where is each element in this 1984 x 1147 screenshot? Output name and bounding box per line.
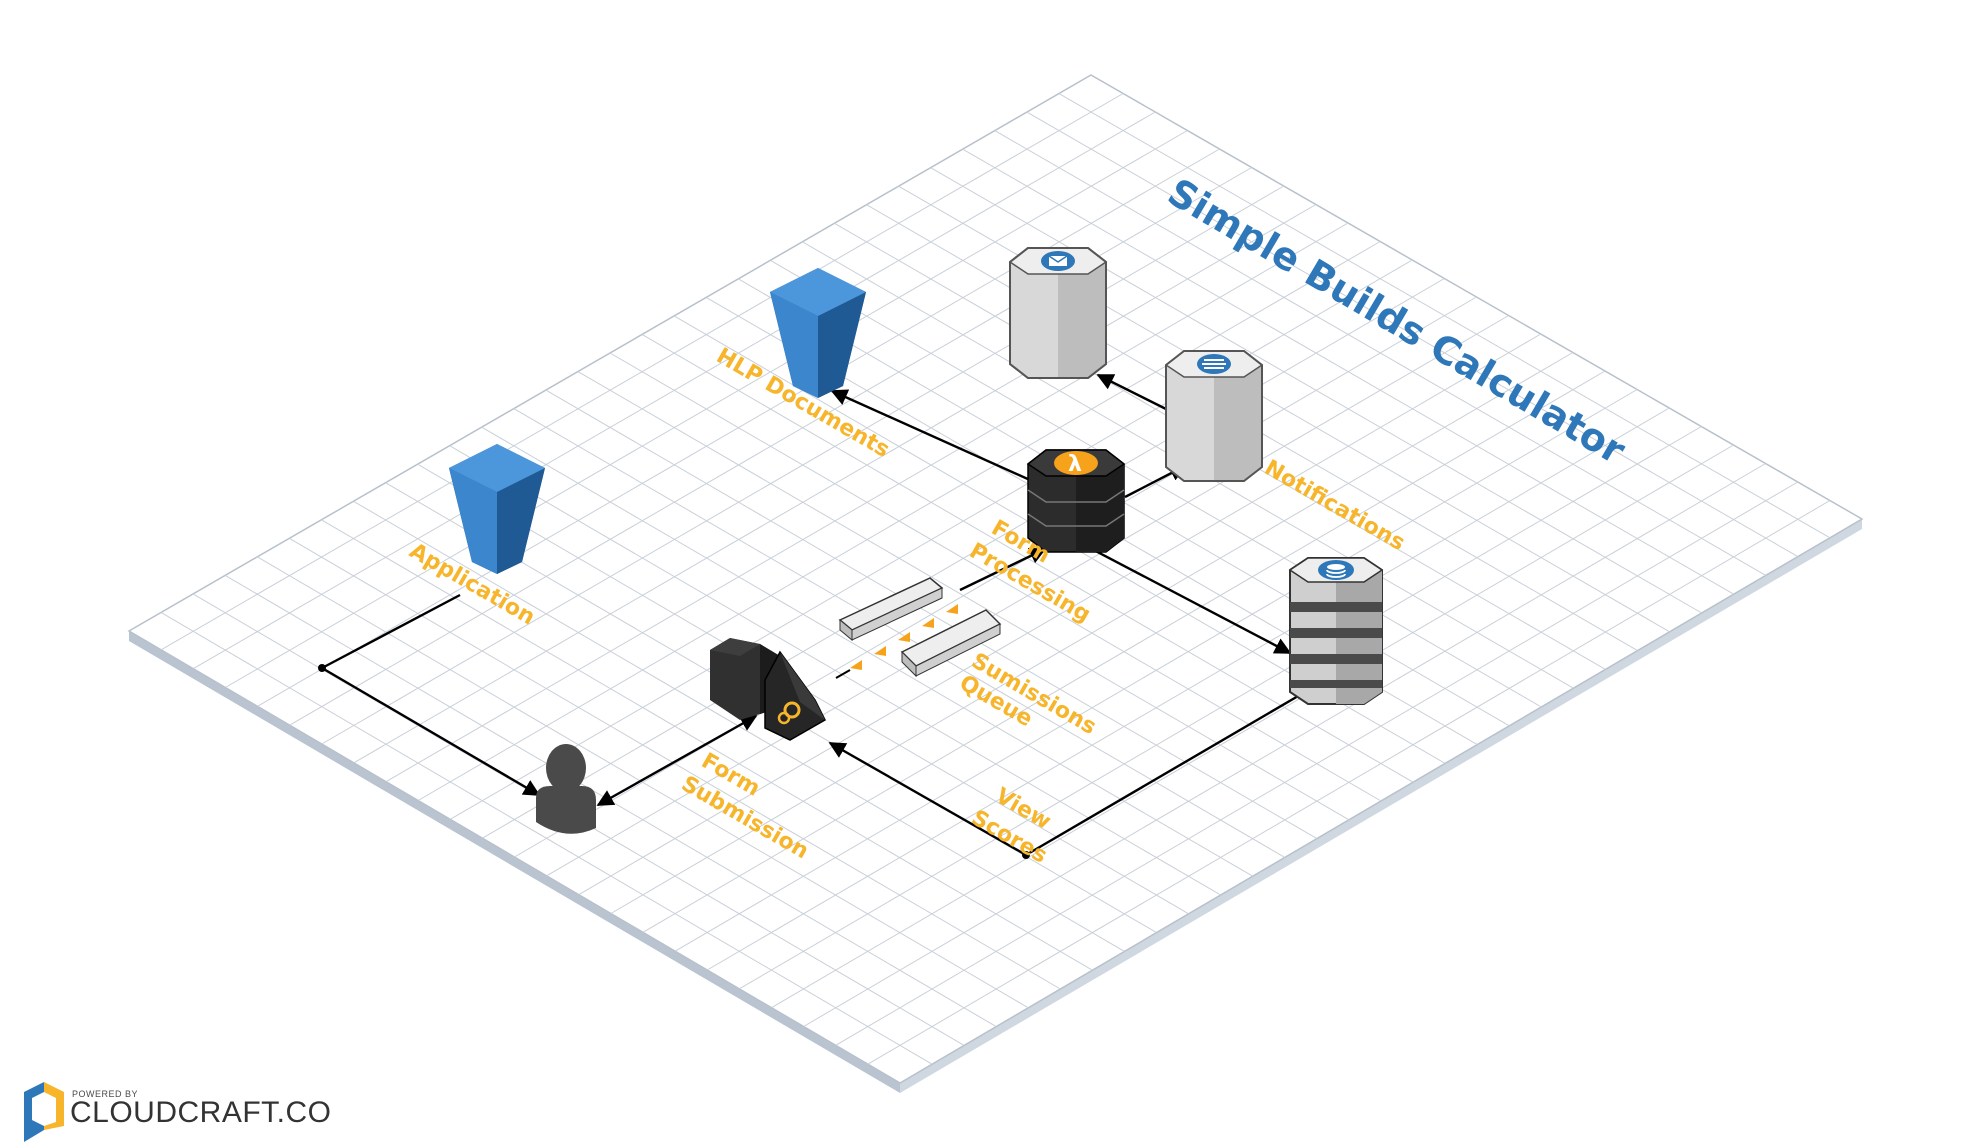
grid-line [930,167,1702,614]
ses-email-icon[interactable] [1008,247,1108,379]
api-gateway-icon[interactable] [710,638,826,741]
s3-bucket-icon[interactable] [449,444,545,574]
grid-plate [127,74,1864,1093]
grid-line [994,130,1767,576]
cloudcraft-logo-icon [24,1082,64,1142]
s3-bucket-icon[interactable] [770,268,866,398]
user-icon[interactable] [536,744,596,834]
dynamodb-icon[interactable] [1288,557,1384,705]
grid-line [577,371,1350,821]
grid-line [770,259,1542,708]
grid-line [449,445,1221,896]
svg-text:λ: λ [1068,452,1082,477]
sns-icon[interactable] [1164,350,1264,482]
grid-line [545,389,1318,840]
grid-line [1026,111,1799,558]
grid-line [962,148,1734,595]
grid-line [481,426,1253,877]
powered-by-text: POWERED BY [72,1089,139,1099]
grid-line [513,408,1286,858]
sqs-queue-icon[interactable] [835,577,1002,679]
connections [318,373,1306,859]
brand-name: CLOUDCRAFT.CO [70,1096,332,1129]
lambda-icon[interactable]: λ [1026,449,1126,553]
grid-line [160,612,933,1065]
grid-line [1058,93,1831,539]
grid-line [609,352,1382,802]
